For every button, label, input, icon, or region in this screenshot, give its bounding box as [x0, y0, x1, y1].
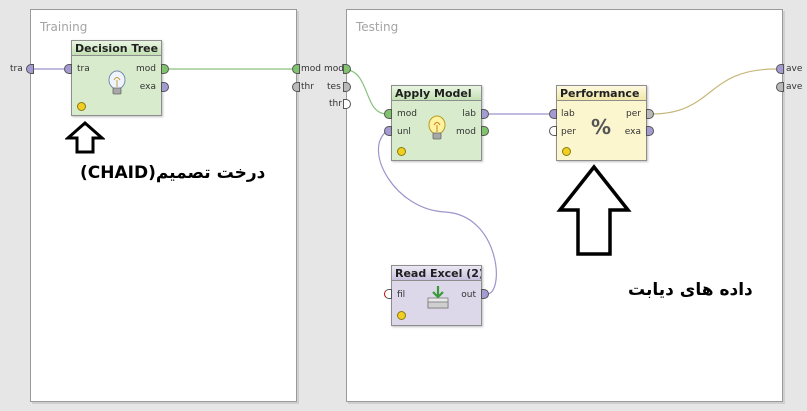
- apply-model-title: Apply Model: [392, 86, 481, 101]
- decision-tree-status-dot: [77, 102, 86, 111]
- training-out-mod-label: mod: [301, 64, 321, 74]
- testing-out-ave1-port[interactable]: [776, 64, 784, 74]
- decision-tree-out-exa-port[interactable]: [161, 82, 169, 92]
- lightbulb-icon: [428, 115, 446, 140]
- training-out-mod-port[interactable]: [292, 64, 300, 74]
- performance-status-dot: [562, 147, 571, 156]
- up-arrow-icon: [65, 121, 105, 154]
- apply-model-in-unl-label: unl: [397, 127, 411, 137]
- training-in-tra-label: tra: [10, 64, 23, 74]
- apply-model-out-lab-port[interactable]: [481, 109, 489, 119]
- read-excel-out-out-label: out: [461, 290, 476, 300]
- apply-model-in-unl-port[interactable]: [384, 126, 392, 136]
- performance-operator[interactable]: Performance lab per per exa %: [556, 85, 647, 161]
- performance-in-lab-label: lab: [561, 109, 575, 119]
- decision-tree-operator[interactable]: Decision Tree tra mod exa: [71, 40, 162, 116]
- apply-model-out-lab-label: lab: [462, 109, 476, 119]
- apply-model-in-mod-label: mod: [397, 109, 417, 119]
- svg-text:%: %: [591, 115, 611, 139]
- testing-panel-title: Testing: [356, 20, 399, 34]
- training-panel-title: Training: [40, 20, 88, 34]
- apply-model-operator[interactable]: Apply Model mod unl lab mod: [391, 85, 482, 161]
- apply-model-out-mod-label: mod: [456, 127, 476, 137]
- percent-icon: %: [591, 115, 611, 139]
- training-out-thr-label: thr: [301, 82, 314, 92]
- decision-tree-out-mod-port[interactable]: [161, 64, 169, 74]
- performance-out-per-label: per: [626, 109, 641, 119]
- read-excel-status-dot: [397, 311, 406, 320]
- read-excel-title: Read Excel (2): [392, 266, 481, 281]
- training-in-tra-port[interactable]: [26, 64, 34, 74]
- decision-tree-title: Decision Tree: [72, 41, 161, 56]
- testing-in-thr-port[interactable]: [343, 99, 351, 109]
- testing-in-thr-label: thr: [329, 99, 342, 109]
- performance-title: Performance: [557, 86, 646, 101]
- read-excel-out-out-port[interactable]: [481, 289, 489, 299]
- decision-tree-out-mod-label: mod: [136, 64, 156, 74]
- testing-out-ave2-label: ave: [786, 82, 803, 92]
- testing-in-mod-port[interactable]: [343, 64, 351, 74]
- up-arrow-icon: [556, 164, 632, 256]
- testing-in-tes-label: tes: [327, 82, 341, 92]
- performance-in-lab-port[interactable]: [549, 109, 557, 119]
- read-excel-operator[interactable]: Read Excel (2) fil out: [391, 265, 482, 326]
- lightbulb-icon: [108, 70, 126, 95]
- testing-in-tes-port[interactable]: [343, 82, 351, 92]
- testing-in-mod-label: mod: [324, 64, 344, 74]
- read-excel-in-fil-port[interactable]: [384, 289, 392, 299]
- testing-out-ave1-label: ave: [786, 64, 803, 74]
- excel-import-icon: [427, 286, 449, 309]
- apply-model-in-mod-port[interactable]: [384, 109, 392, 119]
- performance-out-per-port[interactable]: [646, 109, 654, 119]
- decision-tree-in-tra-port[interactable]: [64, 64, 72, 74]
- decision-tree-out-exa-label: exa: [139, 82, 156, 92]
- diabetes-data-annotation: داده های دیابت: [628, 280, 753, 300]
- performance-in-per-label: per: [561, 127, 576, 137]
- testing-out-ave2-port[interactable]: [776, 82, 784, 92]
- performance-out-exa-port[interactable]: [646, 126, 654, 136]
- training-out-thr-port[interactable]: [292, 82, 300, 92]
- performance-out-exa-label: exa: [624, 127, 641, 137]
- apply-model-out-mod-port[interactable]: [481, 126, 489, 136]
- decision-tree-annotation: درخت تصمیم(CHAID): [80, 163, 266, 183]
- read-excel-in-fil-label: fil: [397, 290, 406, 300]
- performance-in-per-port[interactable]: [549, 126, 557, 136]
- apply-model-status-dot: [397, 147, 406, 156]
- decision-tree-in-tra-label: tra: [77, 64, 90, 74]
